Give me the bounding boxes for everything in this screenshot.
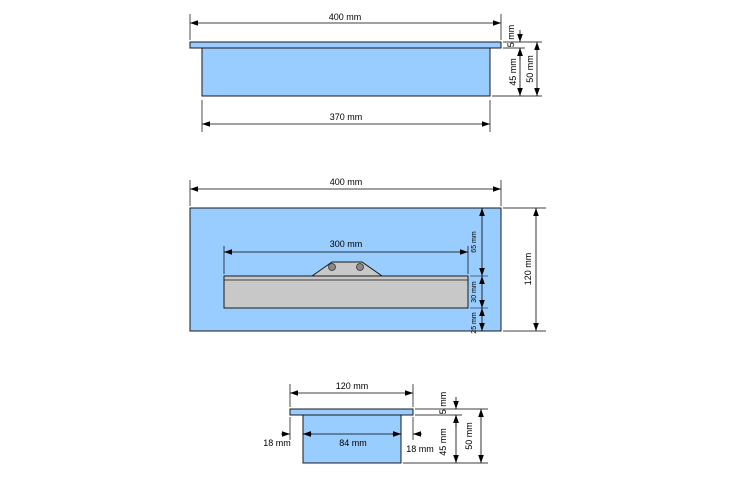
- plan-view-lower-label: 25 mm: [471, 312, 478, 334]
- side-view: 120 mm 84 mm 18 mm 18 mm: [263, 381, 488, 464]
- plan-view-slot-length-label: 300 mm: [330, 239, 363, 249]
- front-view-width-label: 400 mm: [329, 12, 362, 22]
- side-view-body: [302, 414, 402, 464]
- plan-view-upper-label: 65 mm: [471, 231, 478, 253]
- side-view-inner-width-label: 84 mm: [339, 438, 367, 448]
- front-view-body-height-label: 45 mm: [508, 58, 518, 86]
- front-view: 400 mm 370 mm 5 mm 45 mm 50 mm: [189, 12, 542, 132]
- front-view-lip-label: 5 mm: [506, 25, 516, 48]
- side-view-width-dimension: 120 mm: [289, 381, 414, 407]
- front-view-height-dimensions: 5 mm 45 mm 50 mm: [492, 25, 542, 97]
- front-view-body: [201, 47, 491, 97]
- side-view-left-margin-label: 18 mm: [263, 438, 291, 448]
- side-view-total-height-label: 50 mm: [464, 422, 474, 450]
- plan-view-width-dimension: 400 mm: [189, 177, 502, 206]
- side-view-lip: [289, 408, 414, 416]
- side-view-height-dimensions: 5 mm 45 mm 50 mm: [403, 392, 488, 464]
- plan-view-width-label: 400 mm: [330, 177, 363, 187]
- side-view-inner-width-dimension: 84 mm: [303, 431, 401, 448]
- front-view-width-dimension: 400 mm: [189, 12, 502, 40]
- plan-view-screw-right: [356, 263, 364, 271]
- plan-view-height-label: 120 mm: [523, 253, 533, 286]
- plan-view-height-dimension: 120 mm: [503, 207, 546, 332]
- plan-view-internal-dimensions: 65 mm 30 mm 25 mm: [470, 208, 488, 334]
- front-view-body-width-label: 370 mm: [330, 112, 363, 122]
- plan-view-screw-left: [328, 263, 336, 271]
- front-view-lip: [189, 41, 502, 49]
- plan-view: 400 mm 300 mm 65 mm 30 mm 25 mm 120 mm: [189, 177, 546, 334]
- side-view-width-label: 120 mm: [336, 381, 369, 391]
- side-view-right-margin-dimension: 18 mm: [392, 417, 434, 454]
- plan-view-slot: [223, 275, 469, 309]
- front-view-total-height-label: 50 mm: [525, 55, 535, 83]
- side-view-lip-label: 5 mm: [438, 392, 448, 415]
- side-view-body-height-label: 45 mm: [438, 428, 448, 456]
- front-view-body-width-dimension: 370 mm: [201, 100, 491, 132]
- plan-view-slot-label: 30 mm: [471, 281, 478, 303]
- plan-view-slot-length-dimension: 300 mm: [223, 239, 469, 274]
- side-view-right-margin-label: 18 mm: [406, 444, 434, 454]
- side-view-left-margin-dimension: 18 mm: [263, 417, 312, 448]
